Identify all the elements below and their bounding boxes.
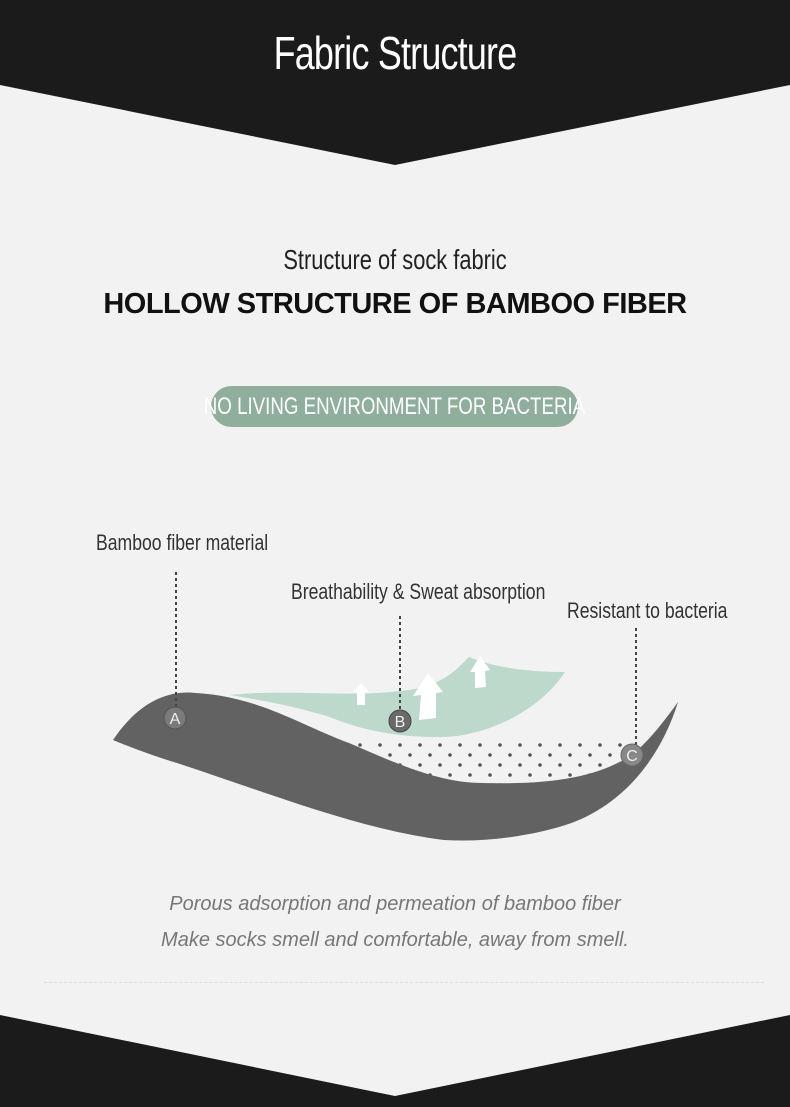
- pore-dot: [578, 743, 582, 747]
- page-title: Fabric Structure: [273, 27, 518, 79]
- pore-dot: [438, 743, 442, 747]
- pore-dot: [538, 763, 542, 767]
- pore-dot: [458, 763, 462, 767]
- pore-dot: [518, 763, 522, 767]
- pore-dot: [578, 763, 582, 767]
- pore-dot: [388, 753, 392, 757]
- divider: [44, 982, 764, 983]
- pore-dot: [618, 743, 622, 747]
- footer-band: [0, 1015, 790, 1107]
- arrows: [353, 656, 490, 720]
- marker-a: A: [163, 706, 187, 730]
- pore-dot: [528, 753, 532, 757]
- pore-dot: [488, 773, 492, 777]
- caption-line-2: Make socks smell and comfortable, away f…: [161, 929, 629, 951]
- pore-dot: [458, 743, 462, 747]
- pore-dot: [448, 753, 452, 757]
- feature-badge: NO LIVING ENVIRONMENT FOR BACTERIA: [204, 386, 585, 427]
- pore-dot: [358, 743, 362, 747]
- section-subtitle: Structure of sock fabric: [283, 244, 507, 275]
- pore-dot: [428, 753, 432, 757]
- pore-dot: [588, 753, 592, 757]
- pore-dot: [498, 743, 502, 747]
- pore-dot: [418, 743, 422, 747]
- pore-dot: [558, 743, 562, 747]
- pore-dot: [398, 743, 402, 747]
- caption-line-1: Porous adsorption and permeation of bamb…: [169, 893, 621, 915]
- marker-b: B: [388, 709, 412, 733]
- arrow-up-icon: [413, 673, 443, 720]
- svg-text:C: C: [626, 748, 638, 765]
- fabric-diagram: A B C: [113, 572, 678, 841]
- pore-dot: [538, 743, 542, 747]
- pore-dot: [468, 773, 472, 777]
- pore-dot: [608, 753, 612, 757]
- pore-dot: [378, 743, 382, 747]
- arrow-up-icon: [353, 683, 369, 705]
- pore-dot: [508, 773, 512, 777]
- pore-dot: [438, 763, 442, 767]
- pore-dot: [528, 773, 532, 777]
- marker-c: C: [620, 743, 644, 767]
- pore-dot: [508, 753, 512, 757]
- pore-dot: [498, 763, 502, 767]
- label-bamboo-fiber: Bamboo fiber material: [96, 530, 269, 555]
- pore-dot: [488, 753, 492, 757]
- arrow-up-icon: [470, 656, 490, 688]
- pore-dot: [448, 773, 452, 777]
- pore-dot: [598, 763, 602, 767]
- pore-dot: [598, 743, 602, 747]
- pore-dot: [418, 763, 422, 767]
- pore-dot: [548, 753, 552, 757]
- pore-dot: [558, 763, 562, 767]
- dark-fabric-layer: [113, 692, 678, 841]
- svg-text:B: B: [395, 714, 406, 731]
- pore-dot: [548, 773, 552, 777]
- pore-dot: [568, 753, 572, 757]
- svg-text:A: A: [170, 711, 181, 728]
- pore-dot: [478, 763, 482, 767]
- label-resistant: Resistant to bacteria: [567, 598, 728, 623]
- pore-dot: [478, 743, 482, 747]
- header-band: [0, 0, 790, 165]
- pore-dot: [408, 753, 412, 757]
- label-breathability: Breathability & Sweat absorption: [291, 579, 546, 604]
- pore-dot: [518, 743, 522, 747]
- section-heading: HOLLOW STRUCTURE OF BAMBOO FIBER: [103, 288, 687, 320]
- pore-dot: [568, 773, 572, 777]
- pore-dot: [468, 753, 472, 757]
